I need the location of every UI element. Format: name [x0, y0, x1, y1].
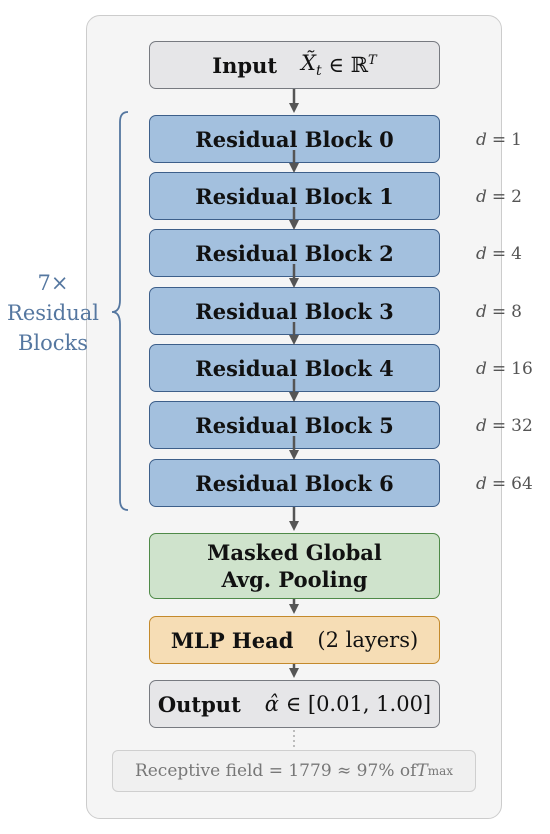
brace-label: 7× Residual Blocks: [7, 271, 99, 355]
output-box: Output α̂ ∈ [0.01, 1.00]: [149, 680, 440, 728]
residual-block-6: Residual Block 6: [149, 459, 440, 507]
dilation-label-3: d=8: [476, 302, 522, 322]
residual-block-2: Residual Block 2: [149, 229, 440, 277]
input-label: Input: [212, 52, 278, 78]
dilation-label-1: d=2: [476, 187, 522, 207]
output-label: Output: [157, 691, 241, 717]
output-range: ∈ [0.01, 1.00]: [285, 692, 432, 716]
dilation-label-4: d=16: [476, 359, 533, 379]
brace-icon: [111, 111, 129, 511]
dilation-label-0: d=1: [476, 130, 522, 150]
input-in: ∈: [328, 53, 344, 77]
dilation-label-5: d=32: [476, 416, 533, 436]
input-symbol: X̃t: [301, 50, 322, 80]
dilation-label-2: d=4: [476, 244, 522, 264]
residual-block-5: Residual Block 5: [149, 401, 440, 449]
dilation-label-6: d=64: [476, 474, 533, 494]
input-space: ℝT: [350, 53, 377, 77]
mlp-head-box: MLP Head(2 layers): [149, 616, 440, 664]
residual-block-0: Residual Block 0: [149, 115, 440, 163]
input-box: Input X̃t ∈ ℝT: [149, 41, 440, 89]
pooling-box: Masked Global Avg. Pooling: [149, 533, 440, 599]
output-symbol: α̂: [264, 692, 279, 716]
